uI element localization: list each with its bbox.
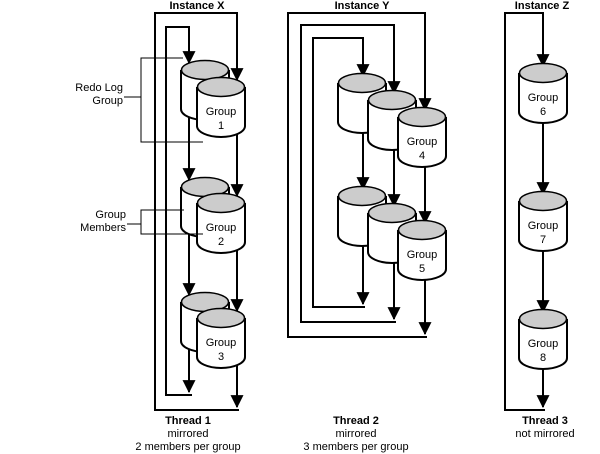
redo-log-group-label-line2: Group bbox=[92, 95, 123, 107]
group-4-label: Group bbox=[407, 136, 438, 148]
group-6-number: 6 bbox=[540, 106, 546, 118]
instance-x: Instance X Group 1 Group 2 Group 3 Threa… bbox=[135, 0, 246, 453]
group-members-bracket bbox=[127, 209, 203, 235]
thread1-caption-mirrored: mirrored bbox=[168, 428, 209, 440]
instance-z: Instance Z Group 6 Group 7 Group 8 Threa… bbox=[504, 0, 575, 440]
thread2-caption-members: 3 members per group bbox=[303, 441, 408, 453]
thread3-loop-arrow bbox=[504, 12, 550, 411]
thread1-outer-loop-arrow bbox=[154, 12, 244, 411]
group-1-label: Group bbox=[206, 106, 237, 118]
group-members-label-line2: Members bbox=[80, 222, 126, 234]
thread1-caption-title: Thread 1 bbox=[165, 415, 211, 427]
redo-log-group-bracket bbox=[124, 57, 203, 143]
group-3-number: 3 bbox=[218, 351, 224, 363]
thread2-caption-title: Thread 2 bbox=[333, 415, 379, 427]
group-2-label: Group bbox=[206, 222, 237, 234]
thread3-caption-mirrored: not mirrored bbox=[515, 428, 574, 440]
redo-log-group-callout: Redo Log Group bbox=[75, 57, 203, 143]
group-members-callout: Group Members bbox=[80, 209, 203, 235]
group-7-label: Group bbox=[528, 220, 559, 232]
instance-y-title: Instance Y bbox=[335, 0, 390, 12]
group-7-number: 7 bbox=[540, 234, 546, 246]
instance-y: Instance Y Group 4 Group 5 Thread 2 mirr… bbox=[287, 0, 447, 453]
thread3-caption-title: Thread 3 bbox=[522, 415, 568, 427]
thread2-caption-mirrored: mirrored bbox=[336, 428, 377, 440]
group-8-number: 8 bbox=[540, 352, 546, 364]
thread1-caption-members: 2 members per group bbox=[135, 441, 240, 453]
thread2-inner-loop-arrow bbox=[312, 37, 370, 308]
thread1-inner-loop-arrow bbox=[165, 26, 196, 396]
group-2-number: 2 bbox=[218, 236, 224, 248]
thread2-outer-loop-arrow bbox=[287, 12, 432, 338]
group-5-number: 5 bbox=[419, 263, 425, 275]
instance-x-title: Instance X bbox=[169, 0, 225, 12]
group-1-number: 1 bbox=[218, 120, 224, 132]
group-5-label: Group bbox=[407, 249, 438, 261]
group-6-label: Group bbox=[528, 92, 559, 104]
instance-z-title: Instance Z bbox=[515, 0, 570, 12]
group-3-label: Group bbox=[206, 337, 237, 349]
group-members-label-line1: Group bbox=[95, 209, 126, 221]
group-8-label: Group bbox=[528, 338, 559, 350]
group-4-number: 4 bbox=[419, 150, 425, 162]
thread2-middle-loop-arrow bbox=[300, 24, 401, 323]
redo-log-group-label-line1: Redo Log bbox=[75, 82, 123, 94]
